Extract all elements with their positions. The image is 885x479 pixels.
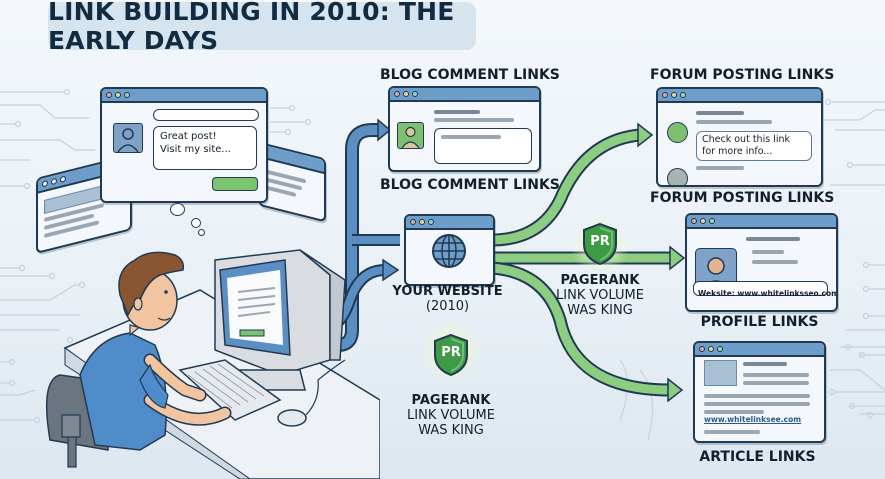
pagerank-shield-text-bottom: PR [441, 345, 461, 360]
crt-monitor-icon [214, 249, 346, 391]
page-title: LINK BUILDING IN 2010: THE EARLY DAYS [48, 0, 455, 55]
forum-user-avatar-1 [667, 122, 688, 143]
mouse-icon [277, 409, 307, 427]
blog-comment-label-bottom: BLOG COMMENT LINKS [380, 177, 560, 193]
article-window: www.whitelinksee.com [693, 341, 826, 443]
profile-window: Weksite: www.whitelinksseo.com [685, 213, 838, 312]
name-input[interactable] [153, 109, 259, 121]
thought-bubble-medium [191, 218, 201, 228]
blog-comment-label-top: BLOG COMMENT LINKS [380, 67, 560, 83]
hub-label-line2: (2010) [425, 299, 470, 314]
comment-textarea[interactable]: Great post! Visit my site... [153, 126, 257, 170]
your-website-window [404, 214, 495, 286]
blog-comment-window [388, 86, 541, 172]
page-title-banner: LINK BUILDING IN 2010: THE EARLY DAYS [48, 0, 476, 55]
globe-icon [432, 234, 466, 268]
comment-form-window: Great post! Visit my site... [100, 87, 268, 203]
profile-website-field: Weksite: www.whitelinksseo.com [693, 281, 836, 298]
your-website-label: YOUR WEBSITE (2010) [385, 284, 510, 314]
article-links-label: ARTICLE LINKS [699, 449, 816, 465]
badge-line3: WAS KING [418, 423, 484, 438]
thought-bubble-large [170, 203, 185, 216]
profile-website-text[interactable]: Weksite: www.whitelinksseo.com [698, 289, 838, 298]
pagerank-shield-icon-bottom [434, 333, 468, 377]
hub-label-line1: YOUR WEBSITE [392, 284, 503, 299]
comment-text-line2: Visit my site... [160, 144, 231, 155]
pagerank-shield-text: PR [590, 234, 610, 249]
blog-comment-bubble [434, 128, 532, 164]
forum-post-bubble: Check out this link for more info... [696, 131, 812, 161]
forum-user-avatar-2 [667, 168, 688, 185]
badge-line3: WAS KING [567, 303, 633, 318]
forum-window: Check out this link for more info... [656, 87, 823, 187]
article-backlink[interactable]: www.whitelinksee.com [704, 415, 802, 424]
thought-bubble-small [198, 229, 205, 236]
badge-line2: LINK VOLUME [556, 288, 644, 303]
pagerank-caption-right: PAGERANK LINK VOLUME WAS KING [545, 273, 655, 318]
forum-label-top: FORUM POSTING LINKS [650, 67, 835, 83]
forum-post-line1: Check out this link [702, 134, 790, 145]
person-at-computer-illustration [45, 249, 380, 479]
keyboard-icon [178, 359, 282, 421]
pagerank-shield-icon [583, 222, 617, 266]
profile-links-label: PROFILE LINKS [700, 314, 819, 330]
badge-line1: PAGERANK [560, 273, 640, 288]
user-avatar-icon [113, 123, 143, 153]
badge-line1: PAGERANK [411, 393, 491, 408]
submit-comment-button[interactable] [212, 177, 258, 191]
forum-post-line2: for more info... [702, 146, 773, 157]
blogger-avatar-icon [397, 122, 424, 149]
badge-line2: LINK VOLUME [407, 408, 495, 423]
article-image-placeholder [704, 360, 737, 386]
forum-label-bottom: FORUM POSTING LINKS [650, 190, 835, 206]
pagerank-caption-bottom: PAGERANK LINK VOLUME WAS KING [395, 393, 507, 438]
comment-text-line1: Great post! [160, 131, 217, 142]
